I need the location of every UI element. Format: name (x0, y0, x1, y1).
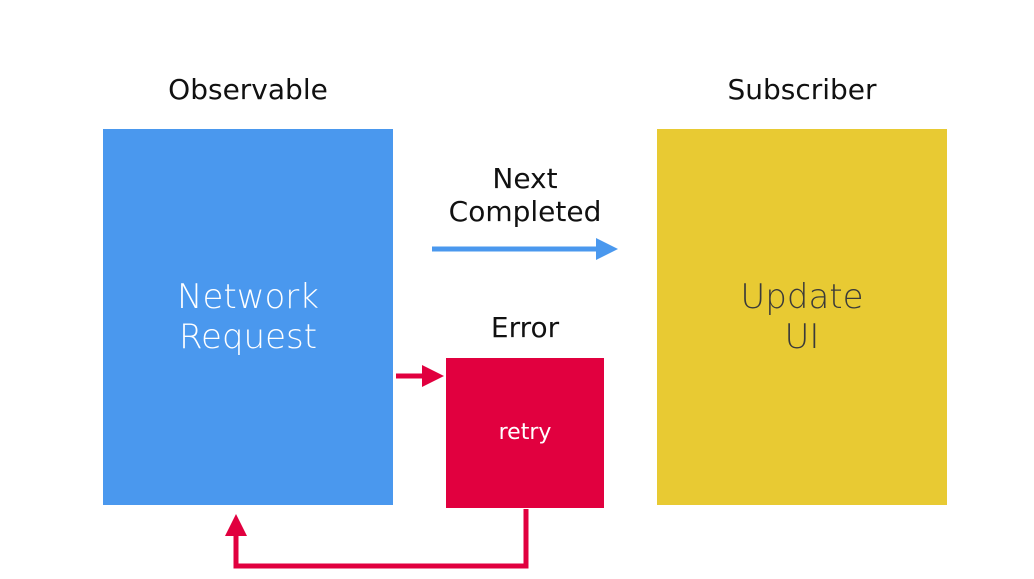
error-label: Error (490, 311, 560, 344)
completed-label: Completed (448, 195, 602, 229)
retry-loop-arrow (225, 509, 529, 569)
retry-label: retry (498, 420, 552, 446)
next-label: Next (492, 162, 558, 195)
error-arrow (396, 365, 444, 387)
network-request-box: Network Request (103, 129, 393, 505)
update-ui-box: Update UI (657, 129, 947, 505)
update-ui-label: Update UI (740, 276, 864, 357)
next-completed-arrow (432, 238, 618, 260)
next-completed-label: Next Completed (430, 162, 620, 228)
subscriber-heading: Subscriber (727, 73, 877, 106)
observable-heading: Observable (168, 73, 328, 106)
retry-box: retry (446, 358, 604, 508)
network-request-label: Network Request (177, 276, 319, 357)
